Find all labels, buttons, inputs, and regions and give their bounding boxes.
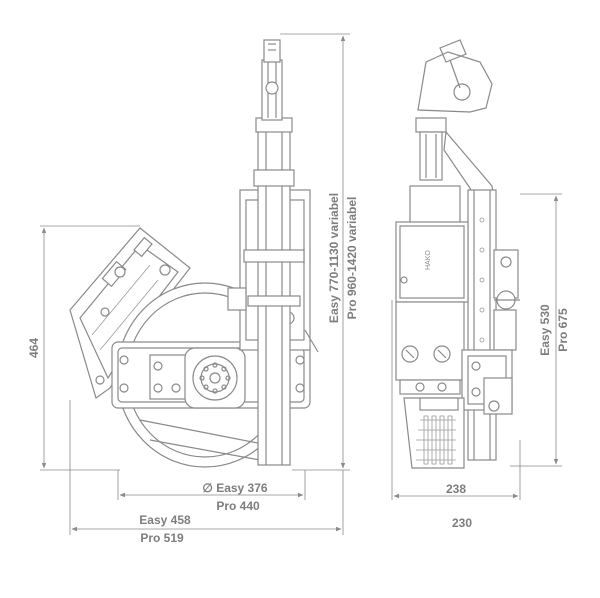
dim-column-easy: Easy 770-1130 variabel — [327, 193, 341, 323]
motor-hub — [184, 347, 246, 409]
vertical-column — [243, 39, 305, 466]
dimension-lines — [40, 33, 562, 535]
vertical-rail — [467, 189, 520, 461]
dim-width-easy: Easy 458 — [139, 513, 191, 527]
brand-label: HAKO — [425, 250, 432, 270]
dim-side-depth: 238 — [446, 482, 466, 496]
dim-side-height-pro: Pro 675 — [556, 308, 570, 352]
handle-arm — [415, 39, 495, 201]
dim-side-height-easy: Easy 530 — [538, 304, 552, 356]
gearbox-housing — [69, 227, 191, 399]
side-grille — [403, 397, 465, 469]
side-body: HAKO — [395, 185, 469, 395]
dim-diameter-pro: Pro 440 — [216, 499, 260, 513]
dim-height-total: 464 — [27, 338, 41, 358]
bolt-icon — [159, 264, 171, 276]
side-gearbox — [461, 349, 513, 415]
bolt-icon — [100, 307, 110, 317]
front-view — [69, 39, 319, 468]
side-view: HAKO — [395, 39, 520, 469]
dim-diameter-easy: ∅ Easy 376 — [202, 481, 267, 495]
dim-width-pro: Pro 519 — [140, 531, 184, 545]
dim-column-pro: Pro 960-1420 variabel — [345, 197, 359, 320]
bolt-icon — [95, 375, 105, 385]
dim-side-depth-total: 230 — [452, 516, 472, 530]
bolt-icon — [114, 266, 126, 278]
